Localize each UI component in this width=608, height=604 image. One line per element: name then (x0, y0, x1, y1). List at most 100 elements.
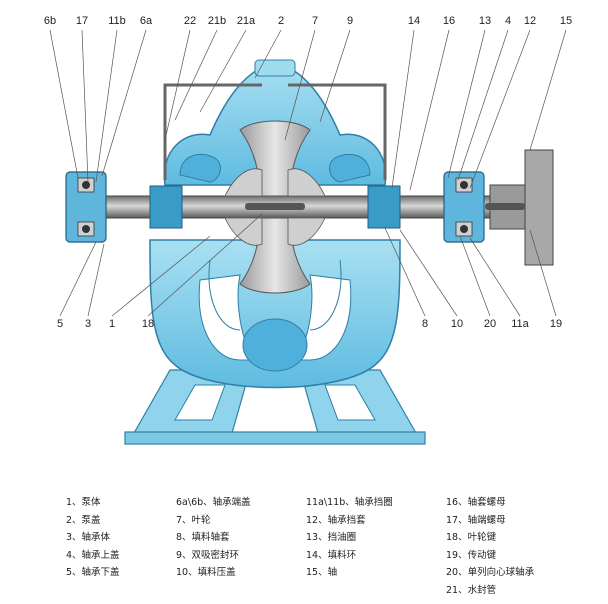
legend-item-number: 10、 (176, 567, 198, 578)
callout-label-5: 5 (57, 318, 63, 330)
callout-labels-bottom: 5 3 1 18 8 10 20 11a 19 (57, 213, 562, 330)
legend-item-name: 填料轴套 (191, 532, 230, 543)
water-seal-pipes (163, 83, 387, 180)
legend-item-number: 14、 (306, 549, 328, 561)
callout-label-8: 8 (422, 318, 428, 330)
legend-item-number: 17、 (446, 514, 468, 526)
legend-item: 4、轴承上盖 (66, 547, 120, 565)
legend-item-name: 轴承体 (81, 532, 111, 543)
callout-label-11a: 11a (511, 318, 529, 330)
legend-item: 8、填料轴套 (176, 529, 251, 547)
callout-label-10: 10 (451, 318, 463, 330)
legend-item-number: 21、 (446, 584, 468, 596)
legend-item-name: 水封管 (467, 584, 497, 596)
callout-leader-21b (174, 29, 218, 121)
legend-item-number: 7、 (176, 514, 192, 526)
callout-label-19: 19 (550, 318, 562, 330)
legend-item: 7、叶轮 (176, 512, 251, 530)
legend-item-number: 3、 (66, 532, 82, 543)
callout-label-6a: 6a (140, 15, 153, 27)
legend-item-name: 双吸密封环 (191, 549, 240, 561)
legend-item: 9、双吸密封环 (176, 547, 251, 565)
callout-leader-12 (469, 29, 531, 189)
legend-item-name: 单列向心球轴承 (467, 567, 535, 578)
callout-label-14: 14 (408, 15, 420, 27)
legend-item: 12、轴承挡套 (306, 512, 393, 530)
callout-leader-6a (101, 29, 147, 177)
legend-item-name: 填料环 (327, 549, 357, 561)
callout-leader-22 (164, 29, 191, 141)
pump-shaft (71, 149, 554, 266)
callout-leader-21a (199, 29, 247, 113)
legend-item: 21、水封管 (446, 582, 534, 600)
legend-item: 19、传动键 (446, 547, 534, 565)
callout-leader-1 (111, 235, 211, 317)
legend-item-number: 8、 (176, 532, 192, 543)
callout-label-18: 18 (142, 318, 154, 330)
callout-leader-4 (457, 29, 509, 181)
legend-item: 2、泵盖 (66, 512, 120, 530)
legend-item-name: 轴 (327, 567, 338, 578)
legend-item-name: 挡油圈 (327, 532, 357, 543)
callout-label-21a: 21a (237, 15, 256, 27)
callout-leader-6b (49, 29, 79, 179)
callout-leader-5 (59, 241, 97, 317)
callout-leader-19 (529, 229, 557, 317)
legend-item-number: 13、 (306, 532, 328, 543)
legend-item-name: 泵体 (81, 497, 101, 508)
callout-leader-11a (469, 237, 521, 317)
legend-item-number: 15、 (306, 567, 328, 578)
legend-item-name: 填料压盖 (197, 567, 236, 578)
legend-item-number: 9、 (176, 549, 192, 561)
callout-leader-11b (95, 29, 118, 183)
callout-label-17: 17 (76, 15, 88, 27)
legend-item-number: 16、 (446, 497, 468, 508)
callout-label-4: 4 (505, 15, 511, 27)
legend-item: 3、轴承体 (66, 529, 120, 547)
callout-label-16: 16 (443, 15, 455, 27)
legend-item-name: 叶轮 (191, 514, 211, 526)
bearing-housing-right (443, 171, 485, 243)
callout-leader-3 (87, 243, 105, 317)
callout-label-15: 15 (560, 15, 572, 27)
legend-item-number: 12、 (306, 514, 328, 526)
pump-base (124, 369, 426, 445)
pump-body (149, 239, 401, 389)
legend-item: 16、轴套螺母 (446, 494, 534, 512)
callout-leader-10 (399, 229, 458, 317)
callout-label-20: 20 (484, 318, 496, 330)
callout-label-22: 22 (184, 15, 196, 27)
legend-item-name: 轴承挡套 (327, 514, 366, 526)
callout-label-2: 2 (278, 15, 284, 27)
callout-label-3: 3 (85, 318, 91, 330)
callout-leader-20 (459, 235, 491, 317)
legend-item-number: 11a\11b、 (306, 497, 355, 508)
legend-item-name: 轴端螺母 (467, 514, 506, 526)
callout-leader-18 (147, 213, 263, 317)
legend-item: 15、轴 (306, 564, 393, 582)
legend-item-name: 传动键 (467, 549, 497, 561)
bearing-housing-left (65, 171, 107, 243)
legend-item: 10、填料压盖 (176, 564, 251, 582)
legend-item-number: 6a\6b、 (176, 497, 213, 508)
legend-item: 5、轴承下盖 (66, 564, 120, 582)
callout-label-12: 12 (524, 15, 536, 27)
callout-leader-7 (284, 29, 316, 141)
legend-item-number: 4、 (66, 549, 82, 561)
legend-item-name: 轴承下盖 (81, 567, 120, 578)
legend-item-number: 2、 (66, 514, 82, 526)
legend-item: 1、泵体 (66, 494, 120, 512)
callout-leader-17 (81, 29, 89, 183)
legend-item-name: 轴承端盖 (212, 497, 251, 508)
callout-label-1: 1 (109, 318, 115, 330)
callout-leader-14 (391, 29, 415, 189)
legend-item-number: 1、 (66, 497, 82, 508)
callout-leader-16 (409, 29, 450, 191)
